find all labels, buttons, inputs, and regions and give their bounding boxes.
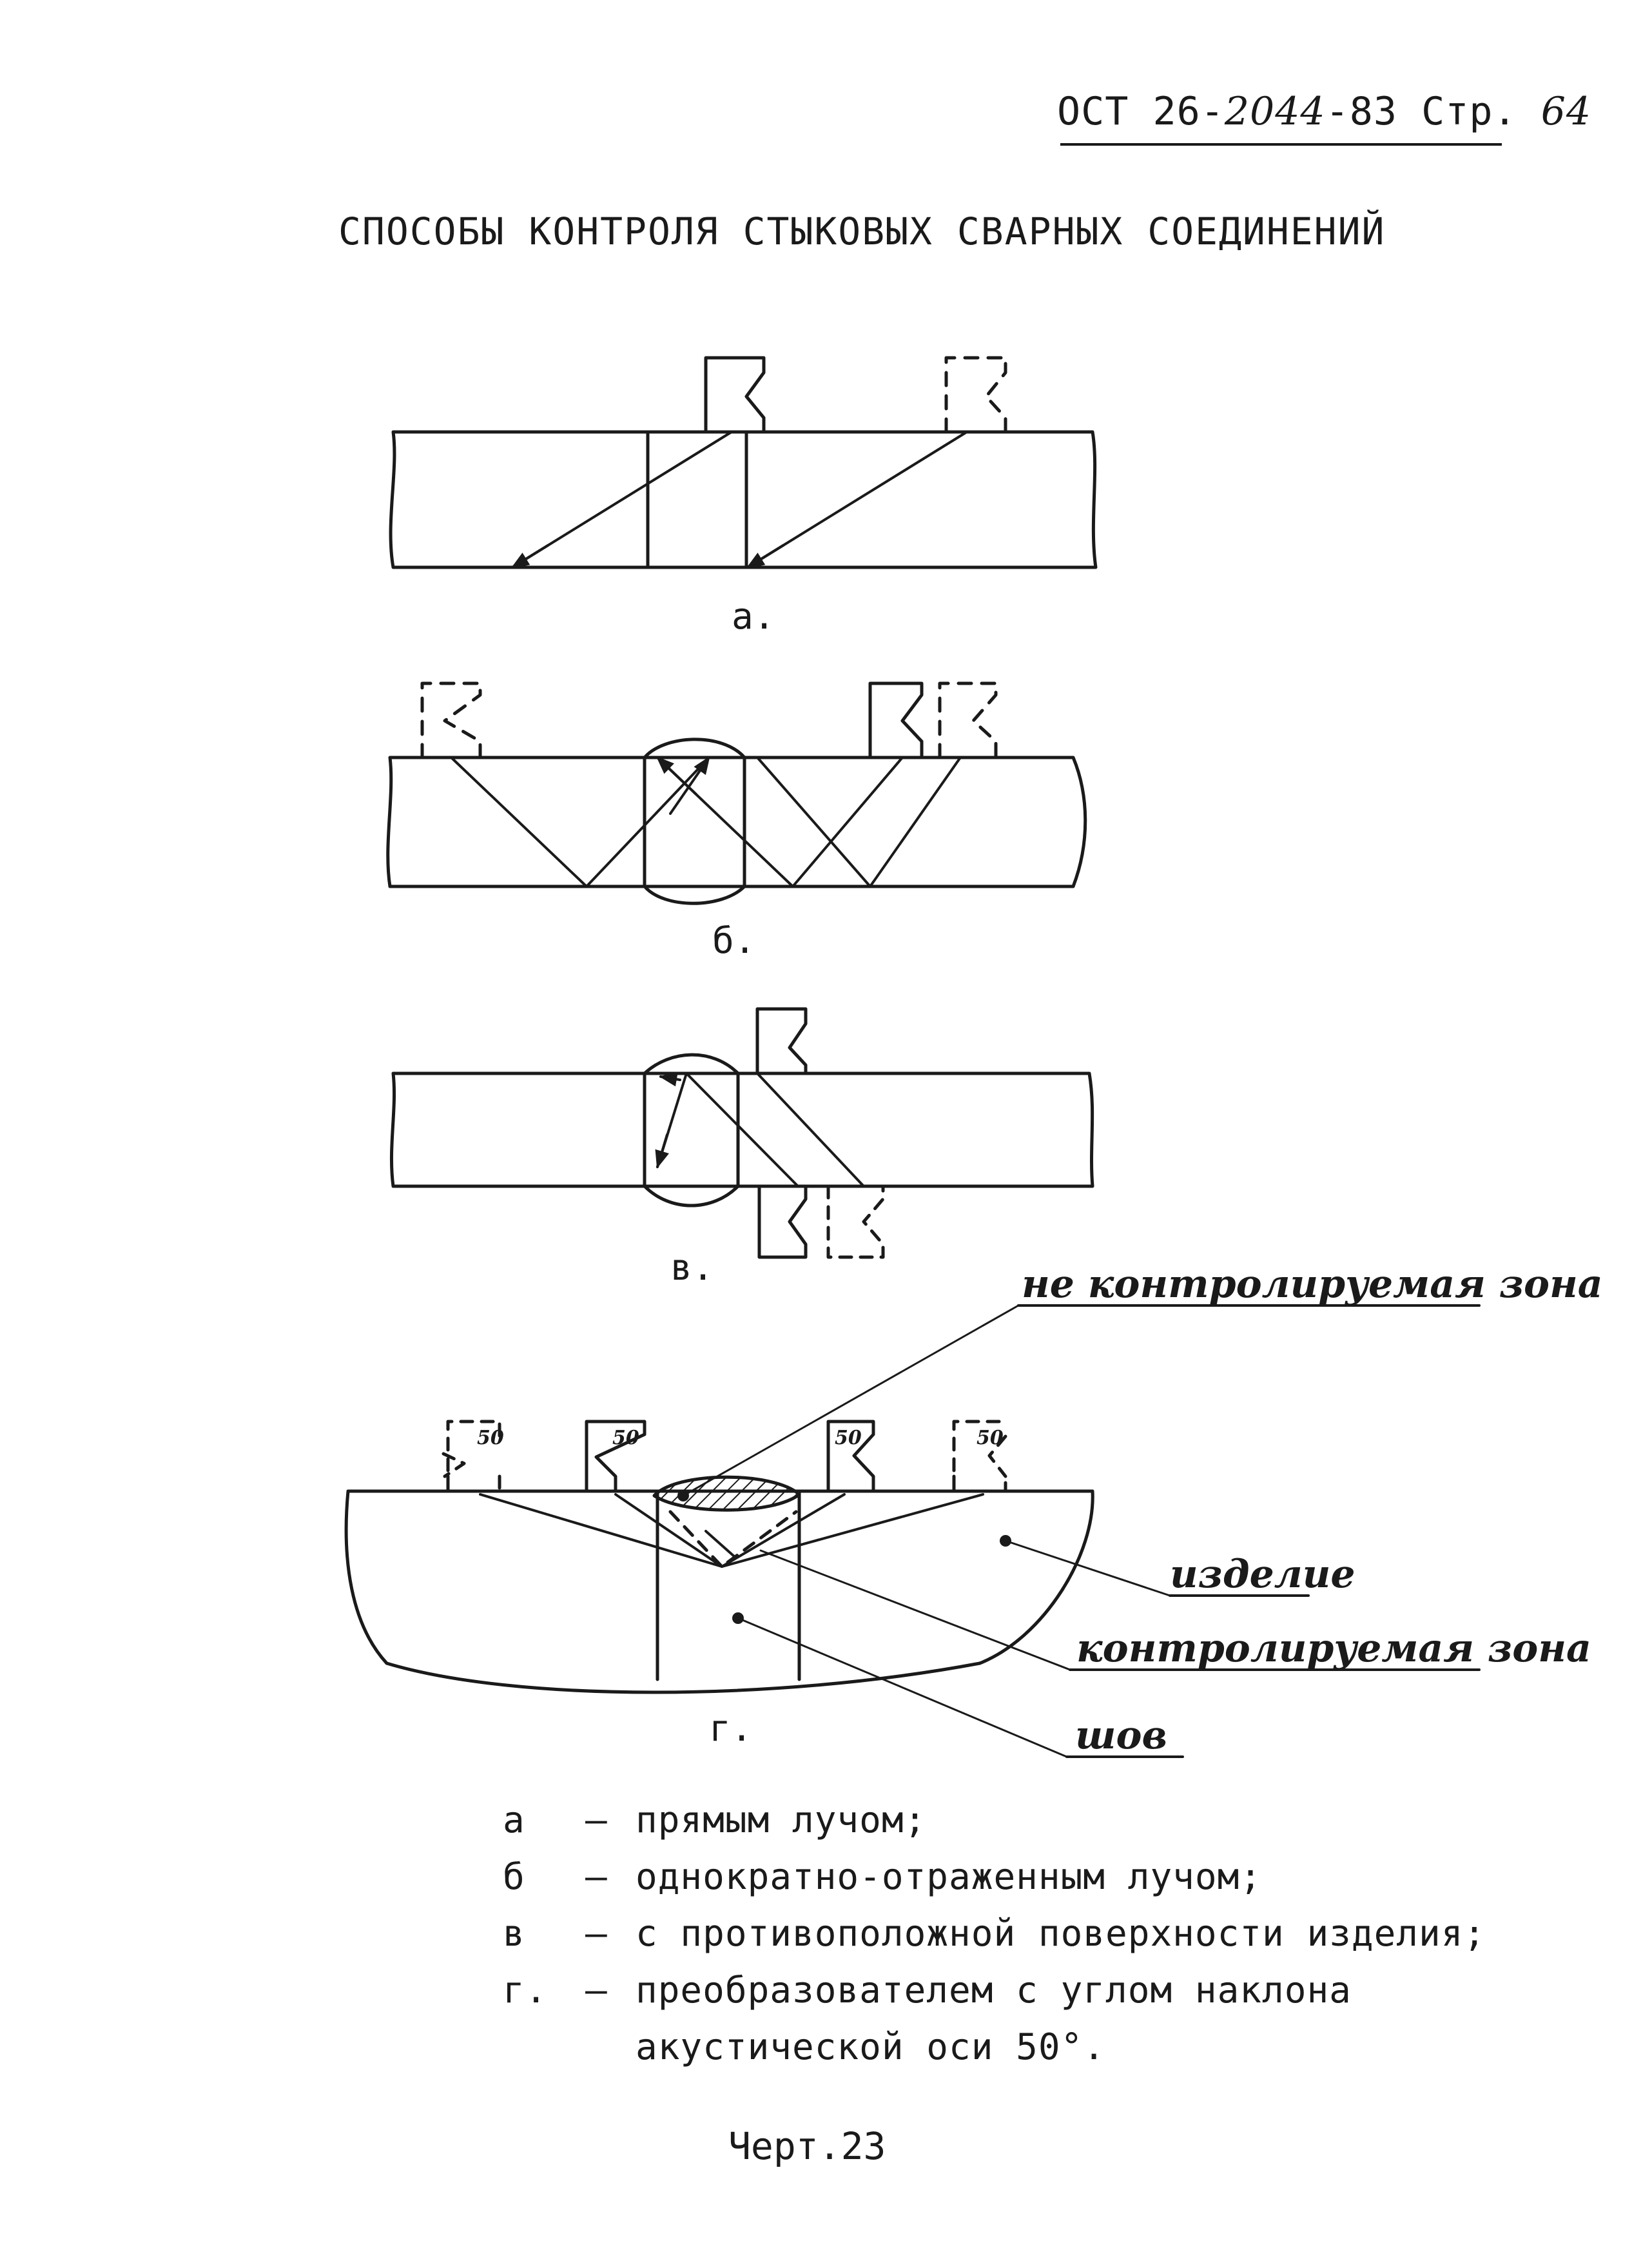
legend-item: г.–преобразователем с углом наклона: [503, 1962, 1486, 2019]
caption-v: в.: [670, 1247, 714, 1289]
reflected-ray-right-2: [756, 756, 962, 888]
transducer-solid: [704, 356, 766, 434]
leader-product: [1004, 1540, 1171, 1597]
legend-key: г.: [503, 1970, 548, 2011]
uncontrolled-zone: [652, 1475, 801, 1512]
angle-label: 50: [835, 1427, 862, 1449]
transducer-dashed: [944, 356, 1007, 434]
angle-label: 50: [977, 1427, 1004, 1449]
legend-key: в: [503, 1913, 525, 1955]
legend: а–прямым лучом; б–однократно-отраженным …: [503, 1792, 1486, 2076]
callout-uncontrolled-zone: не контролируемая зона: [1022, 1262, 1603, 1307]
reflected-ray-right: [656, 756, 904, 888]
callout-seam: шов: [1075, 1713, 1167, 1758]
legend-key: б: [503, 1856, 525, 1898]
reflected-ray: [656, 1072, 799, 1188]
plate-a: [389, 430, 1098, 569]
plate-b: [386, 756, 1087, 888]
transducer-solid: [868, 681, 924, 759]
transducer-dashed-1: [442, 1420, 501, 1493]
legend-text: прямым лучом;: [636, 1799, 927, 1841]
beam-ray: [614, 1493, 723, 1568]
weld-root: [643, 885, 746, 905]
leader-uncontrolled-zone: [682, 1304, 1020, 1497]
legend-key: а: [503, 1799, 525, 1841]
page-number: 64: [1540, 89, 1592, 134]
callout-product: изделие: [1170, 1552, 1356, 1597]
weld-crown: [643, 1053, 740, 1075]
transducer-solid-3: [826, 1420, 875, 1493]
leader-controlled-zone: [759, 1549, 1071, 1671]
angle-label: 50: [612, 1427, 639, 1449]
year-page-label: -83 Стр.: [1325, 89, 1517, 134]
product-plate: [344, 1489, 1094, 1694]
weld-crown: [643, 738, 746, 759]
callout-controlled-zone: контролируемая зона: [1076, 1626, 1591, 1671]
legend-text: преобразователем с углом наклона: [636, 1970, 1352, 2011]
header-underline: [1060, 143, 1502, 146]
legend-item: а–прямым лучом;: [503, 1792, 1486, 1849]
transducer-bottom-solid: [757, 1184, 808, 1259]
caption-a: а.: [732, 596, 775, 638]
diagram-g-50deg-transducer: [344, 1304, 1481, 1758]
transducer-dashed-4: [952, 1420, 1007, 1493]
standard-code: ОСТ 26-: [1057, 89, 1225, 134]
transducer-bottom-dashed: [826, 1184, 885, 1259]
diagram-v-opposite-surface: [389, 1007, 1094, 1259]
legend-text: однократно-отраженным лучом;: [636, 1856, 1263, 1898]
controlled-zone-outline: [668, 1510, 798, 1569]
standard-number: 2044: [1224, 89, 1326, 134]
beam-arrow: [510, 544, 549, 569]
beam-ray: [721, 1493, 984, 1568]
diagram-a-straight-beam: [389, 356, 1098, 569]
transducer-top: [755, 1007, 808, 1075]
diagram-b-single-reflected-beam: [386, 681, 1087, 905]
reflected-ray-left: [450, 756, 710, 888]
beam-arrow: [746, 544, 784, 569]
weld-root: [643, 1184, 740, 1207]
caption-g: г.: [709, 1708, 752, 1750]
legend-continuation: акустической оси 50°.: [636, 2026, 1106, 2068]
page-title: СПОСОБЫ КОНТРОЛЯ СТЫКОВЫХ СВАРНЫХ СОЕДИН…: [338, 210, 1386, 253]
transducer-dashed: [420, 681, 482, 759]
beam-ray: [479, 1493, 723, 1568]
legend-text: с противоположной поверхности изделия;: [636, 1913, 1486, 1955]
legend-item: б–однократно-отраженным лучом;: [503, 1849, 1486, 1906]
transducer-solid-2: [585, 1420, 646, 1493]
legend-item: в–с противоположной поверхности изделия;: [503, 1906, 1486, 1962]
leader-seam: [737, 1617, 1068, 1758]
angle-label: 50: [477, 1427, 504, 1449]
caption-b: б.: [712, 920, 755, 962]
plate-v: [389, 1071, 1094, 1188]
document-header: ОСТ 26-2044-83 Стр. 64: [1057, 89, 1591, 134]
transducer-dashed: [938, 681, 998, 759]
drawing-number: Черт.23: [728, 2124, 886, 2168]
beam-ray: [721, 1493, 846, 1568]
